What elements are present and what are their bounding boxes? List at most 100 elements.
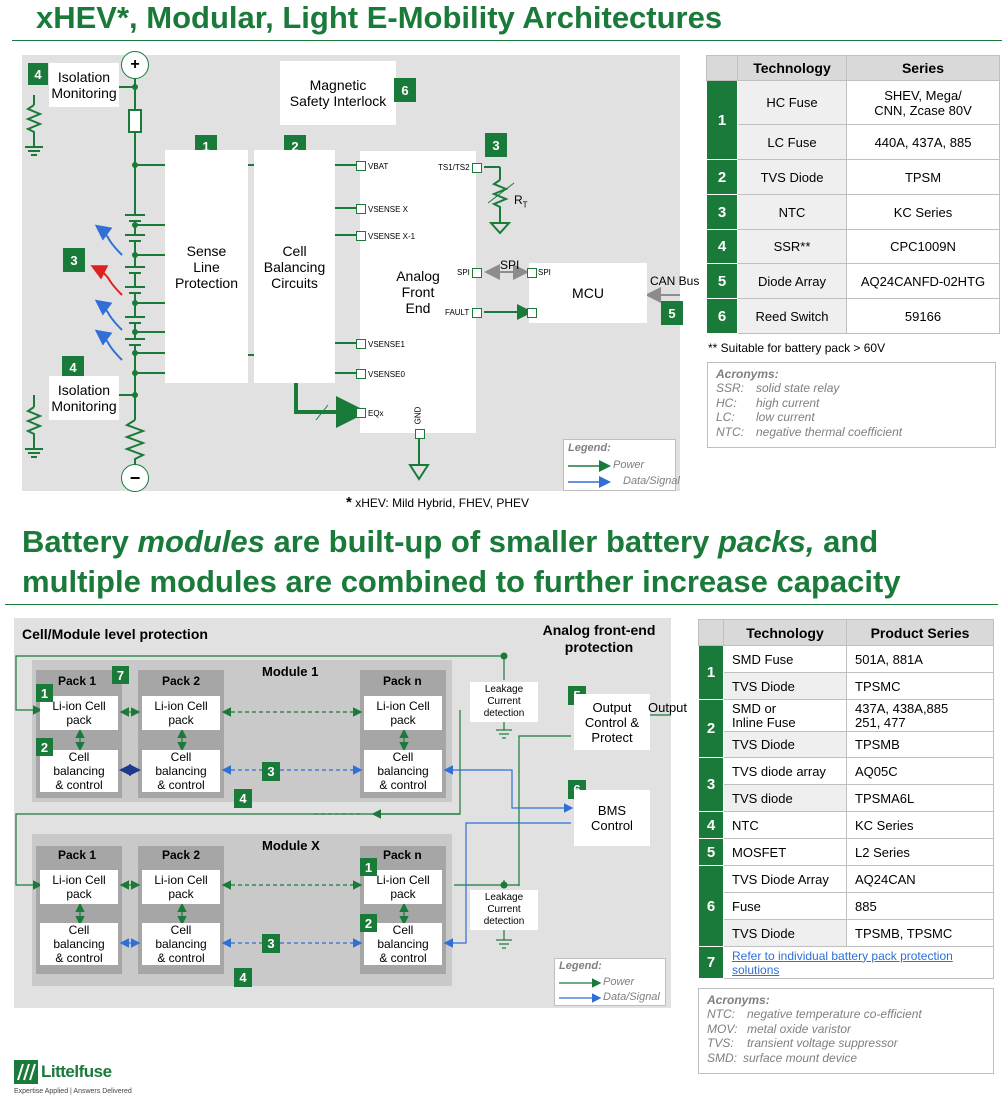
t2-tech: TVS diode (723, 784, 847, 812)
cb-l3: & control (379, 778, 427, 792)
acr2-title: Acronyms: (707, 993, 770, 1007)
acr1-key: NTC: (716, 424, 744, 439)
badge-3-thermal: 3 (63, 248, 85, 272)
acr2-val: surface mount device (743, 1050, 858, 1065)
cb-l1: Cell (170, 750, 192, 764)
legend-1-title: Legend: (568, 442, 611, 454)
badge-5-can: 5 (661, 301, 683, 325)
acr2-val: negative temperature co-efficient (747, 1007, 922, 1021)
legend-1: Legend: Power Data/Signal (563, 439, 680, 491)
t2-header-tech: Technology (723, 619, 847, 646)
t1-header-series: Series (846, 55, 1000, 81)
liion-l2: pack (66, 887, 92, 901)
footnote-text: xHEV: Mild Hybrid, FHEV, PHEV (355, 496, 530, 510)
liion-l1: Li-ion Cell (376, 873, 430, 887)
pin-fault: FAULT (445, 308, 470, 317)
t1-tech: LC Fuse (737, 124, 847, 160)
mcu: MCU (529, 263, 647, 323)
battery-pack-protection-link[interactable]: Refer to individual battery pack protect… (732, 948, 953, 977)
badge-2: 2 (360, 914, 377, 932)
acr1-key: HC: (716, 395, 737, 410)
liion-l2: pack (390, 713, 416, 727)
magnetic-safety-interlock: Magnetic Safety Interlock (280, 61, 396, 125)
output-label: Output (648, 700, 688, 715)
architecture-diagram: + − 4 Isolation Monitoring 4 Isolation M… (22, 51, 699, 492)
t2-tech: SMD Fuse (723, 645, 847, 673)
t1-series: 59166 (846, 298, 1000, 334)
pin-eqx: EQx (368, 409, 384, 418)
magnetic-line2: Safety Interlock (289, 93, 387, 109)
t2-series: TPSMC (846, 672, 994, 700)
cb-l3: & control (55, 778, 103, 792)
cb-l2: balancing (377, 937, 429, 951)
t2-tech: TVS diode array (723, 757, 847, 785)
littelfuse-mark-icon (14, 1060, 38, 1084)
negative-terminal: − (121, 464, 149, 492)
section-divider (5, 604, 998, 605)
leak-l1: Leakage (484, 684, 524, 695)
iso-top-line2: Monitoring (51, 85, 117, 101)
section-title-line2: multiple modules are combined to further… (22, 564, 901, 599)
out-l2: Control & (584, 714, 640, 730)
leak-l1: Leakage (484, 892, 524, 903)
leak-l3: detection (483, 708, 525, 719)
cell-module-title: Cell/Module level protection (22, 626, 208, 642)
acr1-title: Acronyms: (716, 367, 779, 381)
t2-num: 1 (698, 645, 724, 700)
leak-l3: detection (483, 916, 525, 927)
t-part-italic: packs, (717, 524, 815, 559)
t1-tech: HC Fuse (737, 80, 847, 125)
badge-7: 7 (112, 666, 129, 684)
logo-tagline: Expertise Applied | Answers Delivered (14, 1088, 132, 1095)
legend-2-data: Data/Signal (603, 991, 660, 1003)
badge-3: 3 (262, 762, 280, 781)
module-x-label: Module X (262, 838, 320, 853)
afe-line1: Analog (396, 268, 440, 284)
t2-series: L2 Series (846, 838, 994, 866)
pin-vsense-x: VSENSE X (368, 205, 409, 214)
cb-l3: & control (157, 951, 205, 965)
badge-1: 1 (360, 858, 377, 876)
cb-l1: Cell (68, 923, 90, 937)
acr1-item: LC:low current (716, 410, 987, 425)
positive-terminal: + (121, 51, 149, 79)
liion-l1: Li-ion Cell (52, 699, 106, 713)
acr2-item: NTC:negative temperature co-efficient (707, 1007, 985, 1022)
t1-header-tech: Technology (737, 55, 847, 81)
t-part: and (814, 524, 879, 559)
iso-bot-line2: Monitoring (51, 398, 117, 414)
t1-num: 5 (706, 263, 738, 299)
liion-l2: pack (168, 713, 194, 727)
logo-name: Littelfuse (41, 1062, 112, 1081)
badge-3: 3 (262, 934, 280, 953)
section-title-line1: Battery modules are built-up of smaller … (22, 522, 901, 562)
pack-1-label: Pack 1 (58, 848, 97, 862)
pack-n-label: Pack n (383, 848, 422, 862)
t1-tech: SSR** (737, 229, 847, 264)
module-diagram: Cell/Module level protection Analog fron… (14, 618, 687, 1008)
acr2-val: transient voltage suppressor (747, 1036, 898, 1050)
cb-l3: & control (379, 951, 427, 965)
t2-series: AQ05C (846, 757, 994, 785)
legend-2: Legend: Power Data/Signal (554, 958, 666, 1006)
t2-num: 4 (698, 811, 724, 839)
section-title: Battery modules are built-up of smaller … (22, 522, 901, 602)
acr2-item: SMD:surface mount device (707, 1051, 985, 1066)
bms-l2: Control (591, 818, 633, 833)
acr1-item: SSR:solid state relay (716, 381, 987, 396)
t1-series: SHEV, Mega/ CNN, Zcase 80V (846, 80, 1000, 125)
t2-series: TPSMB (846, 731, 994, 758)
table1-note: ** Suitable for battery pack > 60V (708, 341, 886, 355)
cb-l1: Cell (170, 923, 192, 937)
t1-series: TPSM (846, 159, 1000, 195)
t2-tech: TVS Diode Array (723, 865, 847, 893)
t1-tech: NTC (737, 194, 847, 230)
technology-table-1: Technology Series 1 HC Fuse SHEV, Mega/ … (706, 55, 1000, 334)
t2-num: 6 (698, 865, 724, 947)
